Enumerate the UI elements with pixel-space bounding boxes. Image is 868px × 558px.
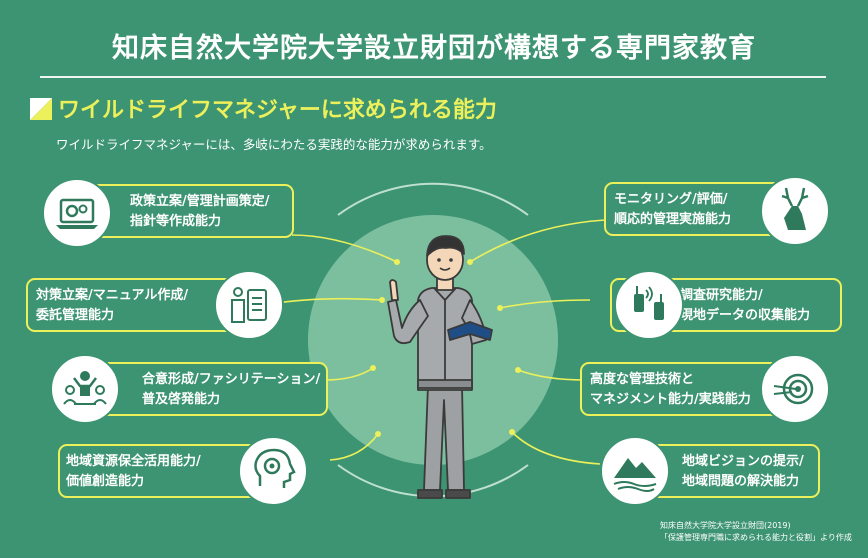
card-monitoring-evaluation-text: モニタリング/評価/ 順応的管理実施能力 bbox=[614, 192, 732, 227]
connector-left-3 bbox=[324, 367, 374, 381]
connector-right-3 bbox=[517, 369, 586, 381]
mountain-landscape-icon bbox=[600, 436, 670, 506]
section-marker-icon bbox=[30, 98, 52, 120]
target-arrows-icon bbox=[760, 354, 830, 424]
outer-arc-top bbox=[337, 182, 529, 216]
connector-dot-right-3 bbox=[515, 367, 521, 373]
connector-dot-left-4 bbox=[375, 431, 381, 437]
source-credit: 知床自然大学院大学設立財団(2019) 「保護管理専門職に求められる能力と役割」… bbox=[660, 521, 852, 542]
connector-dot-left-2 bbox=[379, 297, 385, 303]
lead-text: ワイルドライフマネジャーには、多岐にわたる実践的な能力が求められます。 bbox=[56, 137, 492, 152]
connector-left-1 bbox=[291, 234, 398, 263]
card-consensus-facilitation-text: 合意形成/ファシリテーション/ 普及啓発能力 bbox=[142, 372, 321, 407]
connector-dot-right-2 bbox=[497, 305, 503, 311]
connector-right-1 bbox=[469, 219, 606, 263]
page-title: 知床自然大学院大学設立財団が構想する専門家教育 bbox=[112, 33, 756, 64]
card-research-data-text: 調査研究能力/ 現地データの収集能力 bbox=[680, 288, 811, 323]
person-illustration bbox=[387, 235, 493, 499]
clipboard-person-icon bbox=[214, 270, 284, 340]
head-gear-icon bbox=[238, 436, 308, 506]
connector-dot-left-3 bbox=[370, 365, 376, 371]
radio-transceiver-icon bbox=[614, 270, 684, 340]
laptop-gear-icon bbox=[42, 178, 112, 248]
card-regional-resources-text: 地域資源保全活用能力/ 価値創造能力 bbox=[66, 454, 201, 489]
card-policy-planning bbox=[78, 184, 294, 238]
title-divider bbox=[40, 76, 826, 78]
deer-icon bbox=[760, 176, 830, 246]
connector-left-4 bbox=[329, 433, 379, 461]
card-advanced-management-text: 高度な管理技術と マネジメント能力/実践能力 bbox=[590, 372, 751, 407]
group-meeting-icon bbox=[50, 354, 120, 424]
connector-right-4 bbox=[511, 431, 601, 465]
section-heading: ワイルドライフマネジャーに求められる能力 bbox=[58, 98, 497, 123]
connector-right-2 bbox=[499, 299, 591, 309]
connector-dot-right-1 bbox=[467, 259, 473, 265]
connector-dot-left-1 bbox=[394, 259, 400, 265]
card-policy-planning-text: 政策立案/管理計画策定/ 指針等作成能力 bbox=[130, 194, 270, 229]
card-regional-vision-text: 地域ビジョンの提示/ 地域問題の解決能力 bbox=[682, 454, 804, 489]
connector-dot-right-4 bbox=[509, 429, 515, 435]
card-advanced-management bbox=[580, 362, 786, 416]
card-measures-manual bbox=[26, 278, 248, 332]
card-measures-manual-text: 対策立案/マニュアル作成/ 委託管理能力 bbox=[36, 288, 189, 323]
